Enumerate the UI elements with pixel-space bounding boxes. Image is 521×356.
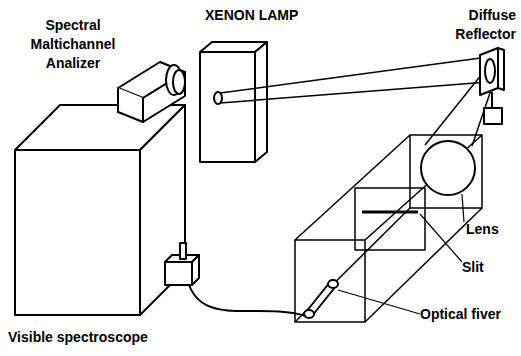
instrument-label: Visible spectroscope bbox=[8, 328, 208, 347]
diffuse-reflector bbox=[480, 48, 504, 124]
light-beam bbox=[220, 57, 493, 146]
multichannel-analyzer bbox=[118, 62, 185, 122]
leader-line bbox=[338, 194, 464, 314]
optical-fiber-cable bbox=[184, 262, 306, 316]
analyzer-label: Spectral Maltichannel Analizer bbox=[18, 16, 128, 73]
optics-enclosure bbox=[295, 135, 482, 322]
part-label: Optical fiver bbox=[420, 305, 516, 324]
lamp-label: XENON LAMP bbox=[205, 6, 335, 25]
part-label: Slit bbox=[462, 258, 512, 277]
visible-spectroscope bbox=[15, 105, 199, 315]
part-label: Lens bbox=[466, 220, 516, 239]
reflector-label: Diffuse Reflector bbox=[420, 6, 516, 44]
